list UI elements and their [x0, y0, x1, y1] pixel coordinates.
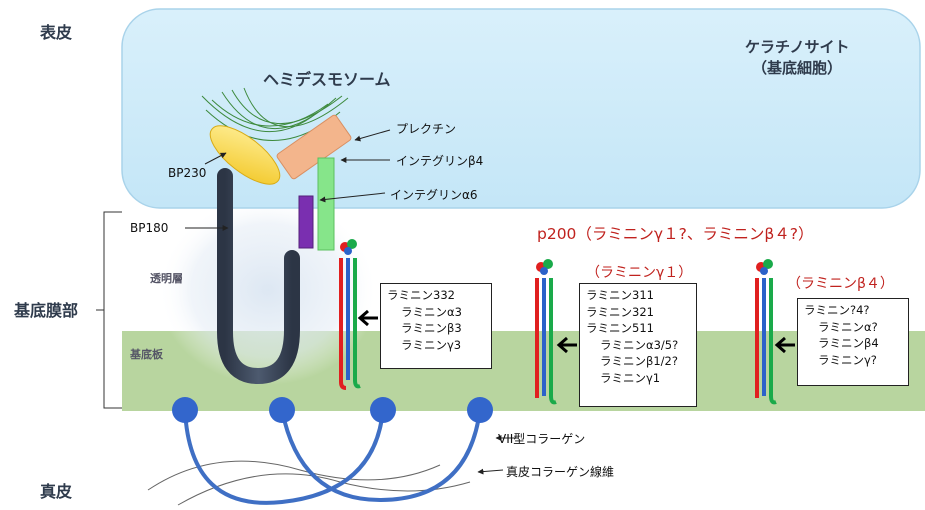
laminin-box-2-line: ラミニン511	[586, 321, 654, 335]
integrin-alpha6-shape	[298, 195, 314, 249]
laminin-box-3-line: ラミニンα?	[818, 319, 878, 334]
label-arrows	[185, 129, 518, 475]
hemidesmosome-glow	[158, 195, 378, 385]
bp230-shape	[209, 125, 281, 185]
lamina-densa-label: 基底板	[130, 348, 163, 361]
type7-collagen	[183, 409, 482, 505]
integrin-beta4-shape	[317, 157, 335, 251]
bmz-bracket	[96, 211, 122, 409]
dermal-collagen-label: 真皮コラーゲン線維	[506, 465, 615, 479]
laminin-box-2-line: ラミニンγ1	[600, 370, 661, 385]
laminin-box-1-line: ラミニン332	[387, 288, 455, 302]
plectin-label: プレクチン	[396, 122, 457, 136]
integrin-alpha6-label: インテグリンα6	[390, 188, 478, 202]
collagen7-label: VII型コラーゲン	[498, 432, 586, 446]
keratinocyte-title: ケラチノサイト	[745, 38, 850, 56]
p200-laminin-gamma1: （ラミニンγ１）	[586, 265, 693, 281]
laminin-box-2: ラミニン311 ラミニン321 ラミニン511 ラミニンα3/5? ラミニンβ1…	[579, 283, 697, 407]
laminin-box-2-line: ラミニン321	[586, 304, 654, 319]
p200-laminin-beta4: （ラミニンβ４）	[787, 276, 894, 292]
epidermis-label: 表皮	[40, 23, 73, 42]
laminin-molecule-3	[755, 259, 777, 405]
hemidesmosome-label: ヘミデスモソーム	[263, 70, 391, 89]
laminin-box-1-line: ラミニンγ3	[401, 337, 462, 352]
laminin-box-3-line: ラミニン?4?	[804, 303, 870, 317]
laminin-box-2-line: ラミニンβ1/2?	[600, 354, 678, 368]
laminin-box-2-line: ラミニンα3/5?	[600, 337, 679, 352]
laminin-box-1-line: ラミニンα3	[401, 304, 462, 319]
box-arrows	[357, 309, 795, 354]
lamina-lucida-label: 透明層	[150, 272, 183, 285]
laminin-box-1: ラミニン332 ラミニンα3 ラミニンβ3 ラミニンγ3	[380, 283, 492, 369]
laminin-molecule-1	[339, 239, 361, 390]
keratinocyte-subtitle: （基底細胞）	[752, 59, 843, 77]
dermis-label: 真皮	[40, 482, 73, 501]
p200-title: p200（ラミニンγ１?、ラミニンβ４?）	[537, 225, 814, 243]
laminin-box-3: ラミニン?4? ラミニンα? ラミニンβ4 ラミニンγ?	[797, 298, 909, 386]
laminin-box-2-line: ラミニン311	[586, 288, 654, 302]
bp180-shape	[217, 168, 300, 385]
laminin-box-3-line: ラミニンγ?	[818, 352, 877, 367]
bp230-label: BP230	[168, 166, 207, 180]
bp180-label: BP180	[130, 221, 169, 235]
integrin-beta4-label: インテグリンβ4	[396, 154, 484, 168]
laminin-molecule-2	[535, 259, 557, 405]
laminin-box-3-line: ラミニンβ4	[818, 336, 879, 350]
anchoring-plaques	[172, 397, 493, 423]
bmz-label: 基底膜部	[14, 301, 79, 320]
laminin-box-1-line: ラミニンβ3	[401, 321, 462, 335]
